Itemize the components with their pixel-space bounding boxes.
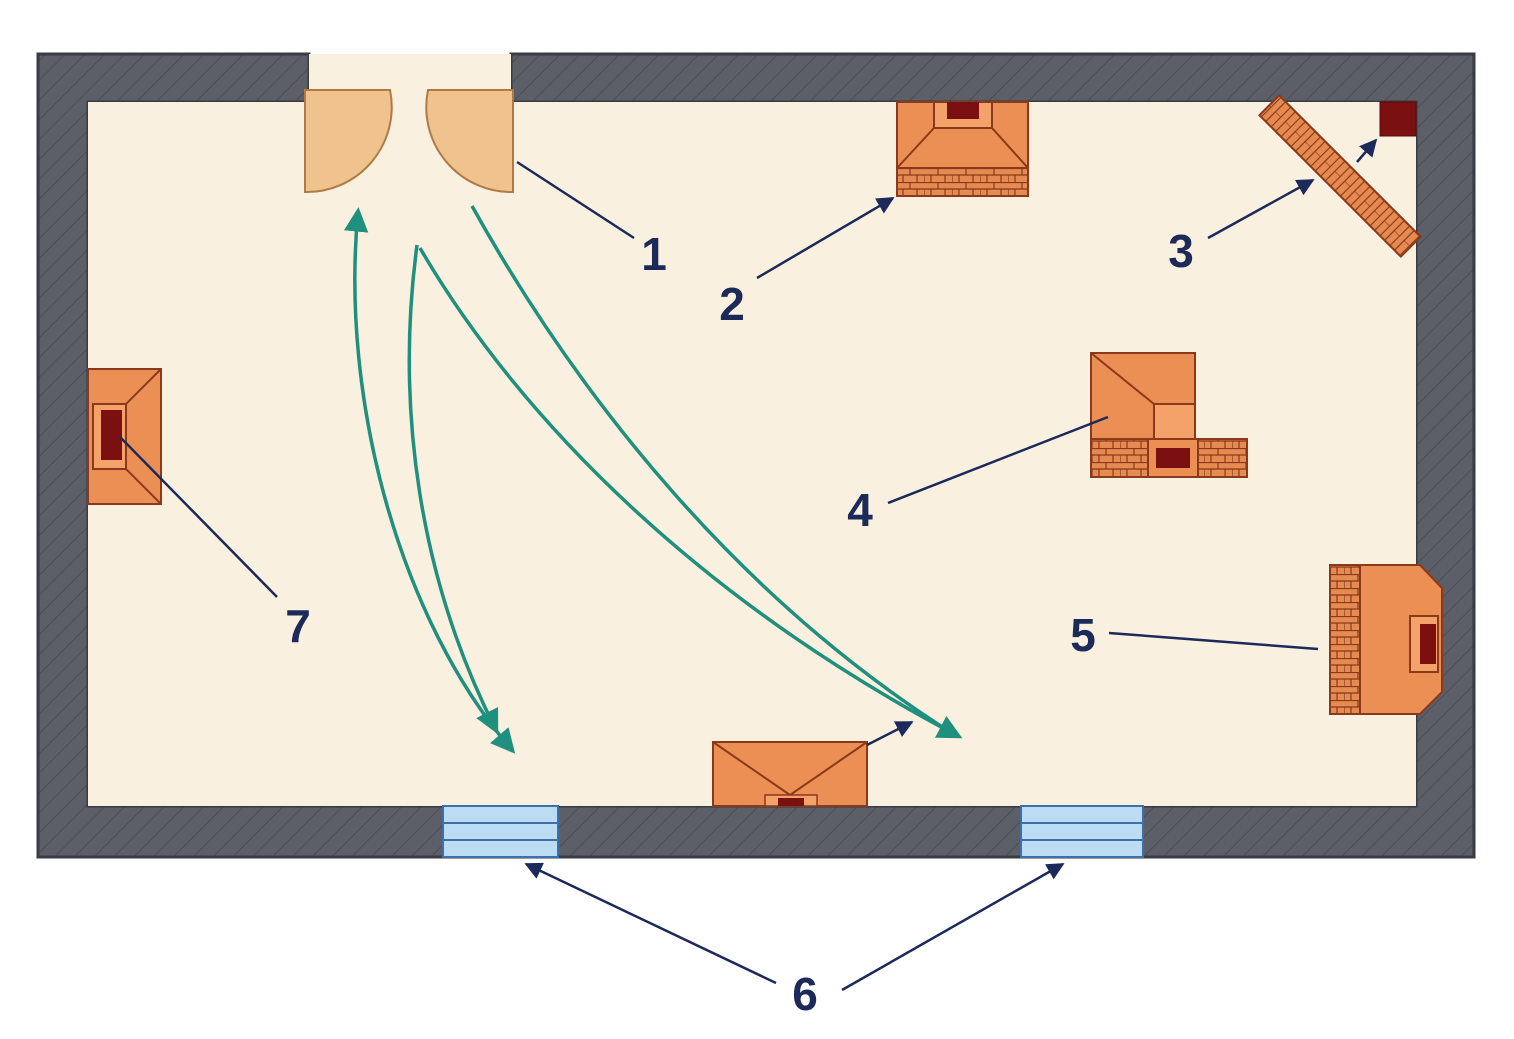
window-left — [442, 805, 559, 858]
stove-3-chimney — [1379, 101, 1417, 137]
leader-line-3b — [1356, 138, 1378, 163]
double-door — [304, 89, 514, 194]
door-leaf-right — [425, 89, 514, 194]
stove-right-wall — [1329, 564, 1443, 715]
label-4: 4 — [847, 484, 873, 536]
leader-line-7 — [119, 436, 278, 598]
stove-corner — [1257, 93, 1423, 259]
airflow-arrows — [343, 205, 963, 754]
stove-bottom-wall — [712, 741, 868, 807]
stove-freestanding — [1090, 352, 1248, 478]
window-right — [1020, 805, 1144, 858]
stove-bottom-firebox — [778, 798, 804, 806]
label-7: 7 — [285, 600, 311, 652]
leader-line-3a — [1207, 178, 1315, 240]
airflow-arrow-double — [343, 207, 516, 754]
stove-7-firebox — [101, 410, 122, 460]
leader-line-1 — [516, 160, 635, 240]
airflow-arrow-to-window — [407, 244, 499, 735]
stove-5-firebox — [1420, 624, 1436, 664]
leader-line-5 — [1108, 631, 1319, 651]
leader-lines — [119, 138, 1378, 992]
leader-line-6a — [524, 862, 777, 985]
leader-line-4 — [887, 415, 1109, 505]
stove-4-firebox — [1156, 448, 1190, 468]
airflow-arrow-outer — [470, 205, 956, 737]
label-1: 1 — [641, 228, 667, 280]
label-5: 5 — [1070, 609, 1096, 661]
label-3: 3 — [1168, 225, 1194, 277]
door-leaf-left — [304, 89, 393, 194]
stove-left-wall — [87, 368, 162, 505]
label-6: 6 — [792, 968, 818, 1020]
number-labels: 1 2 3 4 5 6 7 — [285, 225, 1194, 1020]
leader-line-6b — [841, 862, 1065, 992]
stove-2-firebox — [947, 102, 979, 119]
airflow-arrow-from-stove — [866, 720, 914, 747]
label-2: 2 — [719, 278, 745, 330]
leader-line-2 — [756, 196, 895, 280]
airflow-arrow-inner — [418, 247, 963, 739]
stove-top-wall — [896, 101, 1029, 197]
